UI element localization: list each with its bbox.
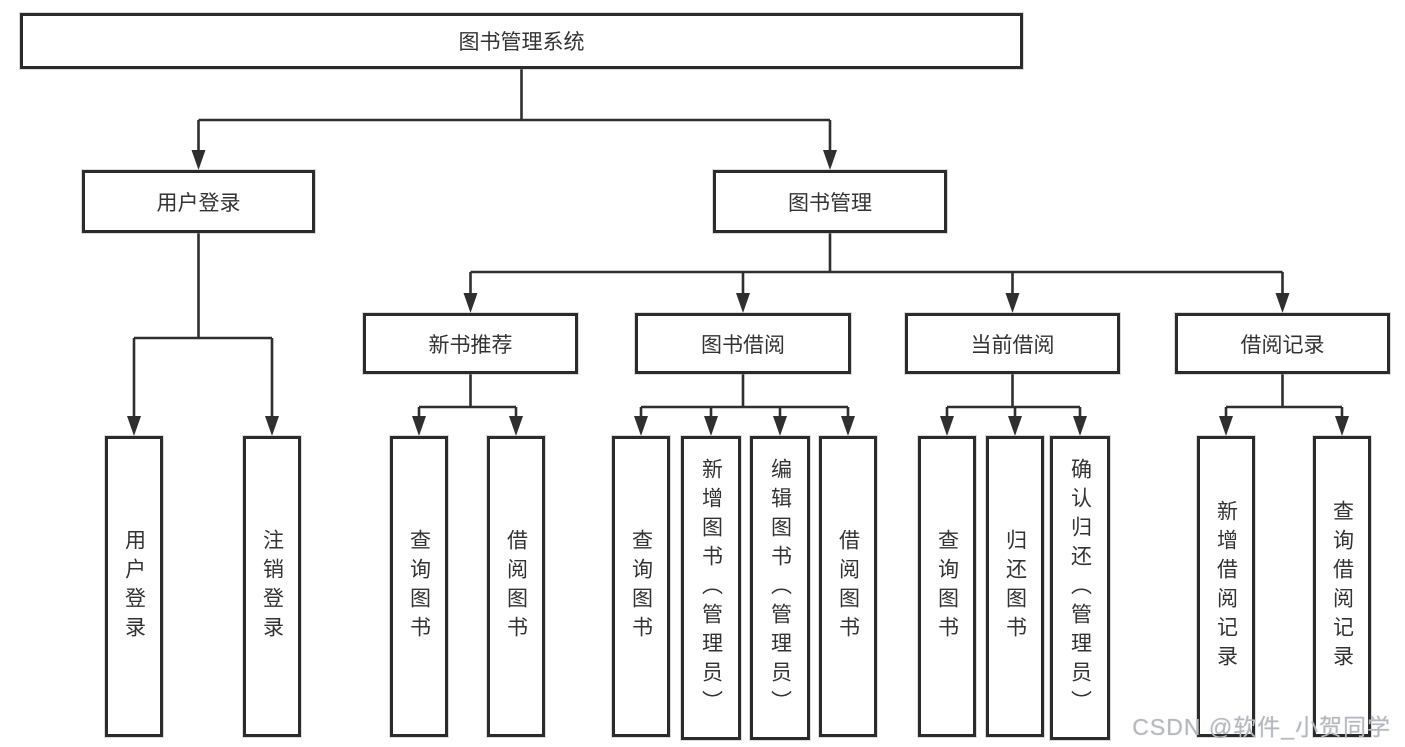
- node-root-system: 图书管理系统: [20, 13, 1023, 69]
- leaf-return-books: 归还图书: [986, 436, 1044, 737]
- csdn-watermark: CSDN @软件_小贺同学: [1132, 714, 1391, 740]
- leaf-add-book-admin: 新增图书（管理员）: [681, 436, 741, 740]
- leaf-query-books-recommend: 查询图书: [390, 436, 448, 737]
- leaf-add-borrow-record: 新增借阅记录: [1197, 436, 1255, 737]
- leaf-borrow-books: 借阅图书: [819, 436, 877, 737]
- node-borrowing-records: 借阅记录: [1175, 313, 1390, 374]
- node-new-book-recommend: 新书推荐: [363, 313, 578, 374]
- leaf-user-login: 用户登录: [105, 436, 163, 737]
- node-book-borrowing: 图书借阅: [635, 313, 851, 374]
- node-user-login: 用户登录: [82, 170, 315, 233]
- leaf-edit-book-admin: 编辑图书（管理员）: [750, 436, 810, 740]
- leaf-borrow-books-recommend: 借阅图书: [487, 436, 545, 737]
- node-book-management: 图书管理: [713, 170, 947, 233]
- leaf-query-books-borrow: 查询图书: [612, 436, 670, 737]
- leaf-query-borrow-record: 查询借阅记录: [1313, 436, 1371, 737]
- leaf-logout: 注销登录: [243, 436, 301, 737]
- leaf-query-books-current: 查询图书: [918, 436, 976, 737]
- leaf-confirm-return-admin: 确认归还（管理员）: [1050, 436, 1110, 740]
- node-current-borrowing: 当前借阅: [905, 313, 1120, 374]
